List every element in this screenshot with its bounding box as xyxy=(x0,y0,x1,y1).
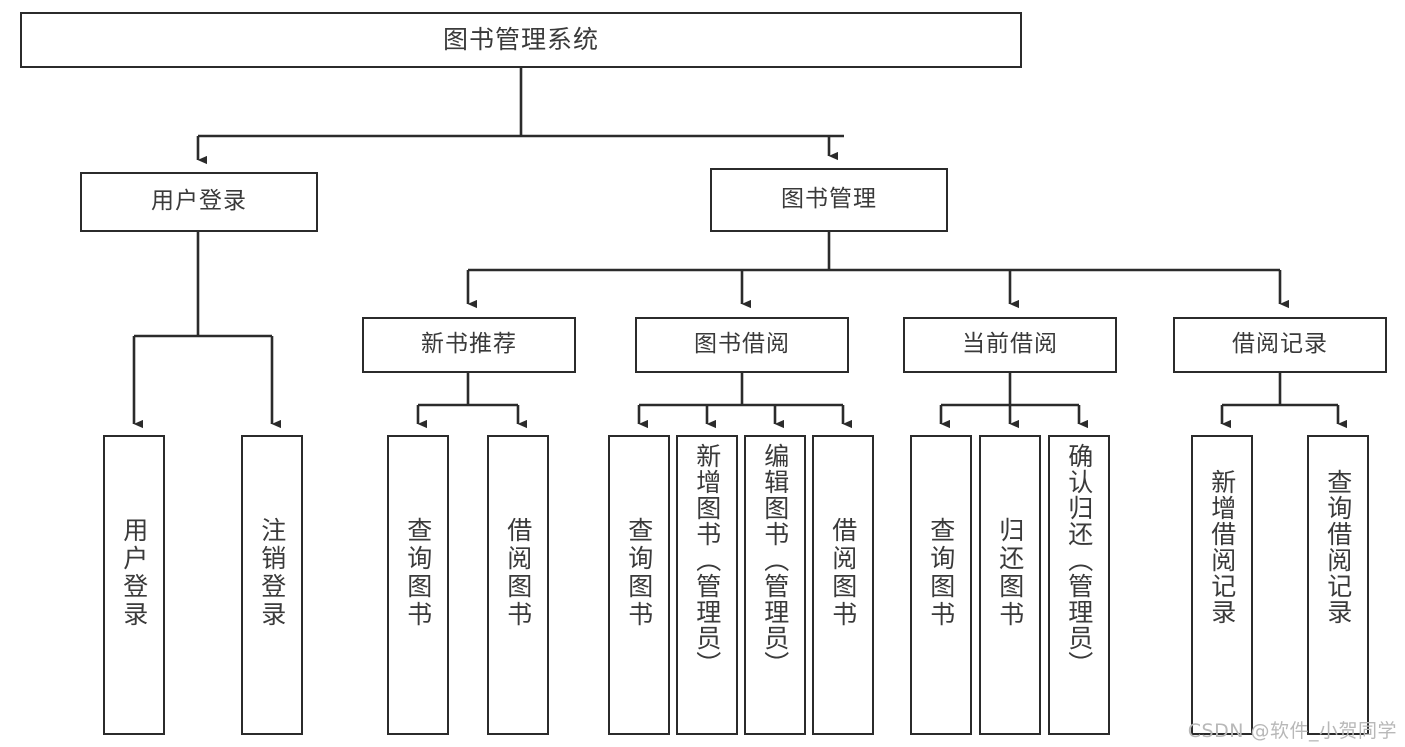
node-label: 注销登录 xyxy=(257,517,287,629)
node-book-management[interactable]: 图书管理 xyxy=(710,168,948,232)
node-root-book-management-system[interactable]: 图书管理系统 xyxy=(20,12,1022,68)
watermark-text: CSDN @软件_小贺同学 xyxy=(1187,720,1397,742)
node-leaf-query-book-borrow[interactable]: 查询图书 xyxy=(608,435,670,735)
node-label: 新增图书（管理员） xyxy=(692,443,722,677)
node-label: 新增借阅记录 xyxy=(1207,469,1237,625)
node-label: 确认归还（管理员） xyxy=(1064,443,1094,677)
node-leaf-query-book-recommend[interactable]: 查询图书 xyxy=(387,435,449,735)
node-label: 查询图书 xyxy=(624,517,654,629)
node-label: 归还图书 xyxy=(995,517,1025,629)
node-leaf-borrow-book-recommend[interactable]: 借阅图书 xyxy=(487,435,549,735)
edges-new-book-recommend-to-leaves xyxy=(416,373,528,429)
edges-root-to-level2 xyxy=(196,68,844,165)
node-leaf-confirm-return-admin[interactable]: 确认归还（管理员） xyxy=(1048,435,1110,735)
edges-user-login-to-leaves xyxy=(132,232,282,429)
node-book-borrow[interactable]: 图书借阅 xyxy=(635,317,849,373)
node-leaf-query-book-current[interactable]: 查询图书 xyxy=(910,435,972,735)
node-label: 用户登录 xyxy=(151,188,247,215)
node-new-book-recommend[interactable]: 新书推荐 xyxy=(362,317,576,373)
node-current-borrow[interactable]: 当前借阅 xyxy=(903,317,1117,373)
node-borrow-record[interactable]: 借阅记录 xyxy=(1173,317,1387,373)
node-label: 图书借阅 xyxy=(694,331,790,358)
node-label: 借阅图书 xyxy=(828,517,858,629)
node-label: 当前借阅 xyxy=(962,331,1058,358)
node-leaf-edit-book-admin[interactable]: 编辑图书（管理员） xyxy=(744,435,806,735)
node-leaf-add-book-admin[interactable]: 新增图书（管理员） xyxy=(676,435,738,735)
edges-book-borrow-to-leaves xyxy=(637,373,853,429)
node-label: 编辑图书（管理员） xyxy=(760,443,790,677)
node-leaf-logout-login[interactable]: 注销登录 xyxy=(241,435,303,735)
node-label: 查询借阅记录 xyxy=(1323,469,1353,625)
node-leaf-query-borrow-record[interactable]: 查询借阅记录 xyxy=(1307,435,1369,735)
node-label: 借阅记录 xyxy=(1232,331,1328,358)
node-leaf-user-login[interactable]: 用户登录 xyxy=(103,435,165,735)
node-leaf-return-book[interactable]: 归还图书 xyxy=(979,435,1041,735)
edges-book-management-to-level3 xyxy=(466,232,1290,309)
node-label: 查询图书 xyxy=(403,517,433,629)
node-user-login[interactable]: 用户登录 xyxy=(80,172,318,232)
edges-current-borrow-to-leaves xyxy=(939,373,1089,429)
node-label: 新书推荐 xyxy=(421,331,517,358)
node-label: 图书管理系统 xyxy=(442,25,599,54)
node-leaf-add-borrow-record[interactable]: 新增借阅记录 xyxy=(1191,435,1253,735)
node-label: 查询图书 xyxy=(926,517,956,629)
node-leaf-borrow-book-borrow[interactable]: 借阅图书 xyxy=(812,435,874,735)
node-label: 图书管理 xyxy=(781,186,877,213)
node-label: 用户登录 xyxy=(119,517,149,629)
edges-borrow-record-to-leaves xyxy=(1220,373,1348,429)
node-label: 借阅图书 xyxy=(503,517,533,629)
